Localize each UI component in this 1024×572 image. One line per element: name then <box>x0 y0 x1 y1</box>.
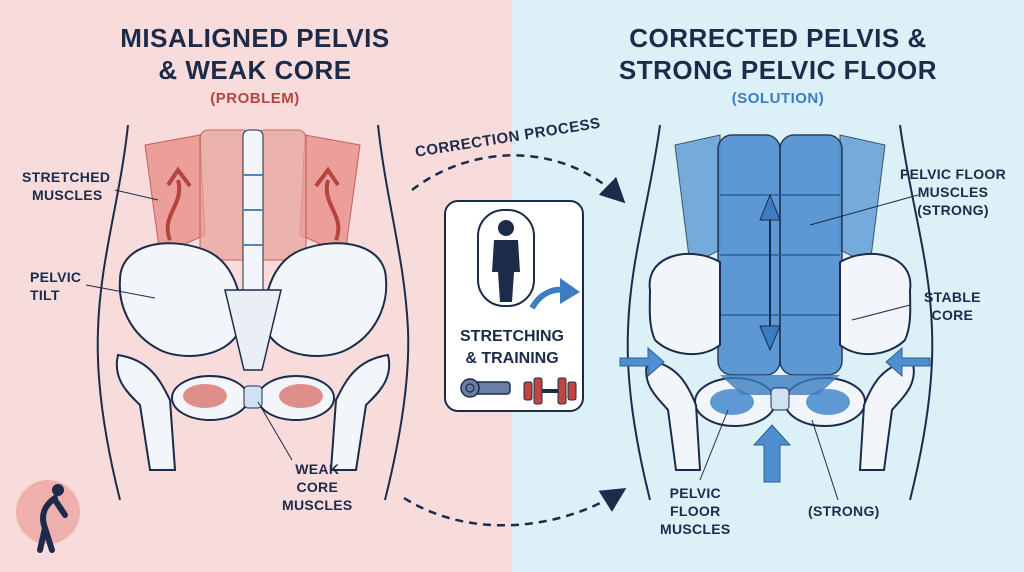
weak-core-line1: WEAK <box>295 461 340 477</box>
problem-title-line1: MISALIGNED PELVIS <box>120 23 390 53</box>
pelvic-floor-bottom-line1: PELVIC <box>669 485 721 501</box>
pelvic-tilt-label: PELVIC TILT <box>30 268 81 304</box>
solution-title-line1: CORRECTED PELVIS & <box>629 23 927 53</box>
pelvic-floor-bottom-line3: MUSCLES <box>660 521 731 537</box>
weak-core-line2: CORE <box>296 479 339 495</box>
pelvic-floor-muscles-label: PELVIC FLOOR MUSCLES <box>660 484 731 538</box>
stable-core-line2: CORE <box>931 307 974 323</box>
weak-core-line3: MUSCLES <box>282 497 353 513</box>
stretched-muscles-line1: STRETCHED <box>22 169 111 185</box>
pelvic-tilt-line1: PELVIC <box>30 269 82 285</box>
stretched-muscles-label: STRETCHED MUSCLES <box>22 168 110 204</box>
stretching-line: STRETCHING <box>460 328 564 345</box>
pelvic-floor-strong-label: PELVIC FLOOR MUSCLES (STRONG) <box>900 165 1006 219</box>
solution-title-line2: STRONG PELVIC FLOOR <box>618 55 938 85</box>
solution-anatomy <box>619 124 934 501</box>
stable-core-line1: STABLE <box>924 289 981 305</box>
problem-anatomy <box>16 124 410 553</box>
weak-core-muscles-label: WEAK CORE MUSCLES <box>282 460 353 514</box>
stretched-muscles-line2: MUSCLES <box>32 187 103 203</box>
pelvic-floor-bottom-line2: FLOOR <box>670 503 721 519</box>
problem-title-line2: & WEAK CORE <box>158 55 352 85</box>
training-line: & TRAINING <box>465 350 559 367</box>
stretching-training-label: STRETCHING & TRAINING <box>448 326 576 370</box>
pelvic-tilt-line2: TILT <box>30 287 60 303</box>
pelvic-floor-top-line3: (STRONG) <box>917 202 989 218</box>
pelvic-floor-top-line1: PELVIC FLOOR <box>900 166 1007 182</box>
problem-subtitle: (PROBLEM) <box>210 90 300 107</box>
process-arrows <box>403 154 627 527</box>
pelvic-floor-top-line2: MUSCLES <box>917 184 989 200</box>
solution-subtitle: (SOLUTION) <box>731 90 825 107</box>
strong-label: (STRONG) <box>808 503 880 519</box>
stretching-training-card <box>444 200 584 412</box>
stable-core-label: STABLE CORE <box>924 288 981 324</box>
